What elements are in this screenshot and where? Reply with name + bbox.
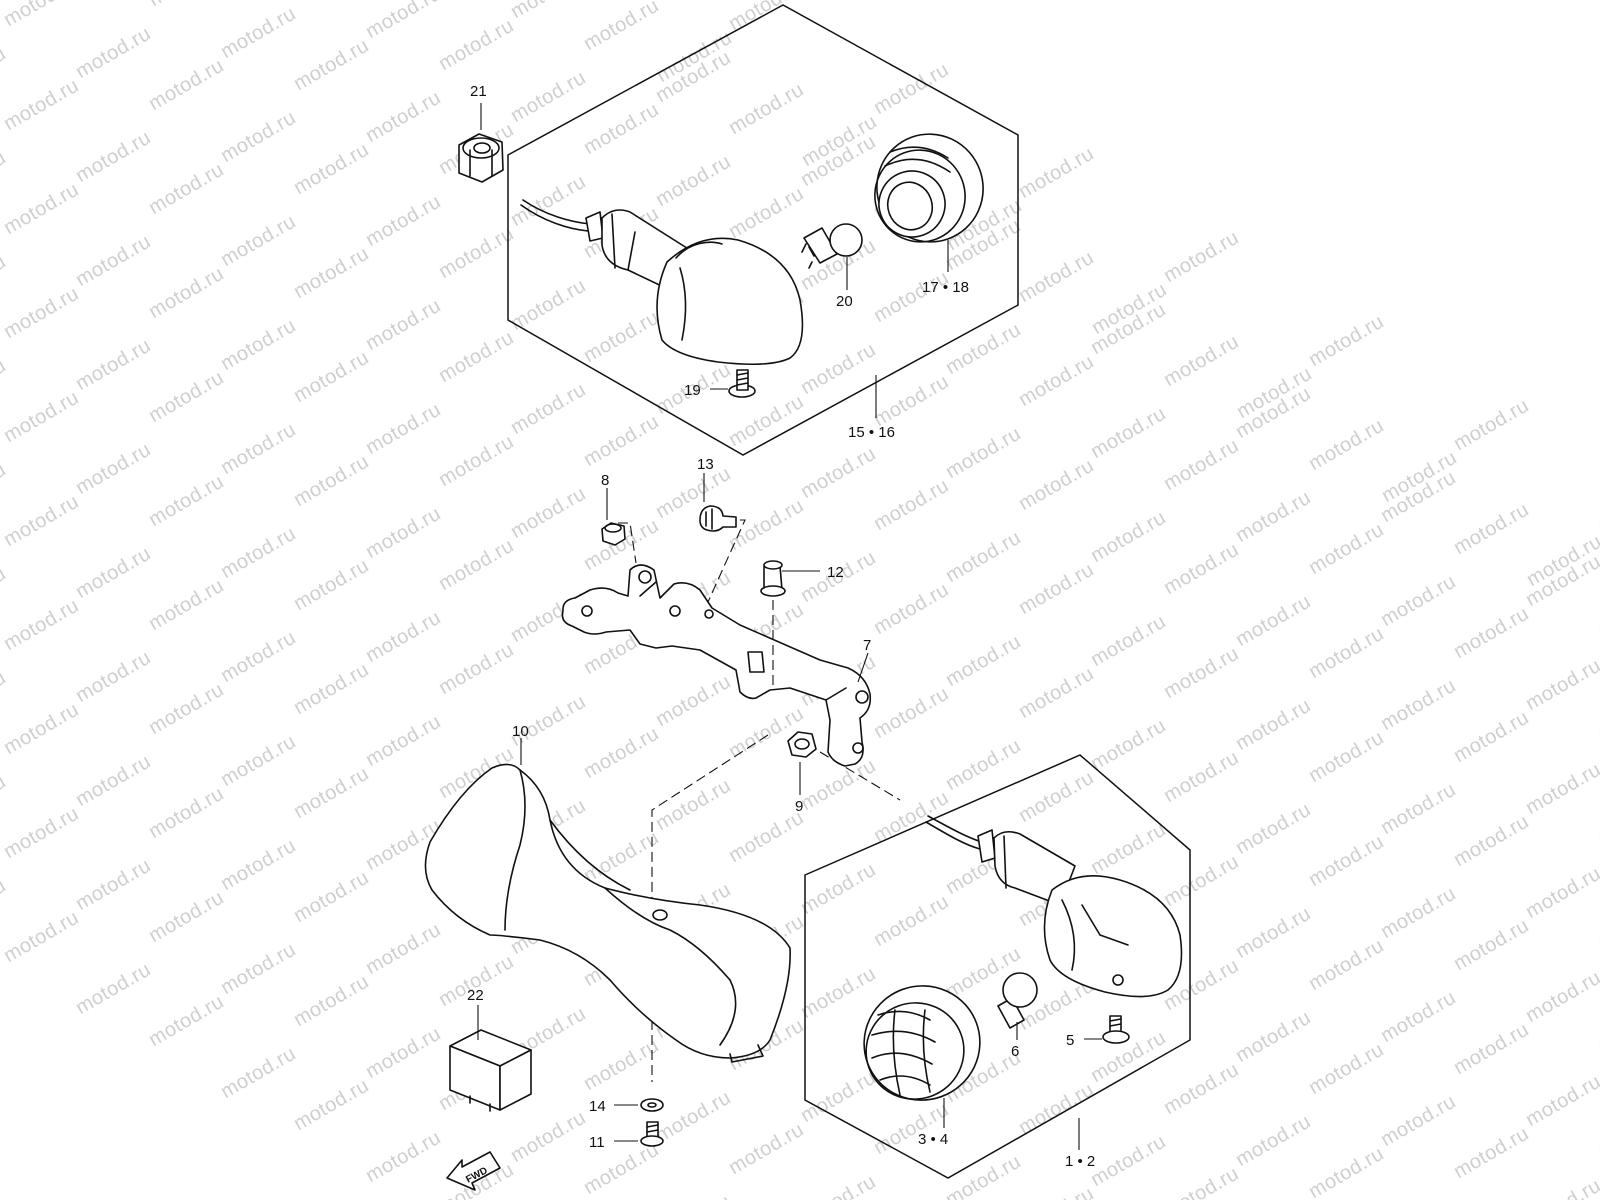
- upper-turn-signal-body[interactable]: [520, 199, 804, 366]
- callout-13: 13: [697, 456, 714, 473]
- fwd-arrow-icon: FWD: [446, 1151, 501, 1191]
- callout-9: 9: [795, 798, 803, 815]
- lower-assembly-frame: [804, 754, 1191, 1179]
- part-13-bolt[interactable]: [699, 505, 737, 532]
- part-20-bulb[interactable]: [801, 223, 863, 269]
- part-10-cover[interactable]: [424, 763, 791, 1063]
- part-8-nut[interactable]: [601, 522, 626, 546]
- part-22-relay[interactable]: [449, 1029, 532, 1112]
- callout-7: 7: [863, 637, 871, 654]
- part-9-nut[interactable]: [787, 731, 817, 758]
- leader-7: [857, 652, 869, 683]
- part-3-4-lens[interactable]: [848, 970, 996, 1117]
- callout-6: 6: [1011, 1043, 1019, 1060]
- part-11-screw[interactable]: [640, 1121, 664, 1147]
- callout-19: 19: [684, 382, 701, 399]
- callout-3-4: 3 • 4: [918, 1131, 948, 1148]
- part-7-bracket[interactable]: [561, 564, 872, 767]
- assembly-line-lower: [819, 751, 901, 801]
- part-6-bulb[interactable]: [997, 972, 1038, 1029]
- assembly-line-8: [618, 522, 637, 564]
- part-5-screw[interactable]: [1102, 1015, 1130, 1044]
- upper-assembly-frame: [507, 4, 1019, 456]
- callout-22: 22: [467, 987, 484, 1004]
- callout-12: 12: [827, 564, 844, 581]
- callout-8: 8: [601, 472, 609, 489]
- callout-1-2: 1 • 2: [1065, 1153, 1095, 1170]
- callout-15-16: 15 • 16: [848, 424, 895, 441]
- callout-5: 5: [1066, 1032, 1074, 1049]
- callout-20: 20: [836, 293, 853, 310]
- part-17-18-lens[interactable]: [862, 119, 999, 257]
- part-19-screw[interactable]: [728, 369, 756, 398]
- part-14-washer[interactable]: [640, 1098, 664, 1112]
- callout-21: 21: [470, 83, 487, 100]
- part-12-collar[interactable]: [760, 560, 786, 597]
- callout-10: 10: [512, 723, 529, 740]
- callout-17-18: 17 • 18: [922, 279, 969, 296]
- callout-14: 14: [589, 1098, 606, 1115]
- assembly-line-13: [707, 519, 746, 603]
- lower-turn-signal-body[interactable]: [925, 815, 1183, 998]
- assembly-line-9: [651, 734, 769, 920]
- callout-11: 11: [589, 1134, 605, 1151]
- part-21-nut[interactable]: [458, 133, 504, 183]
